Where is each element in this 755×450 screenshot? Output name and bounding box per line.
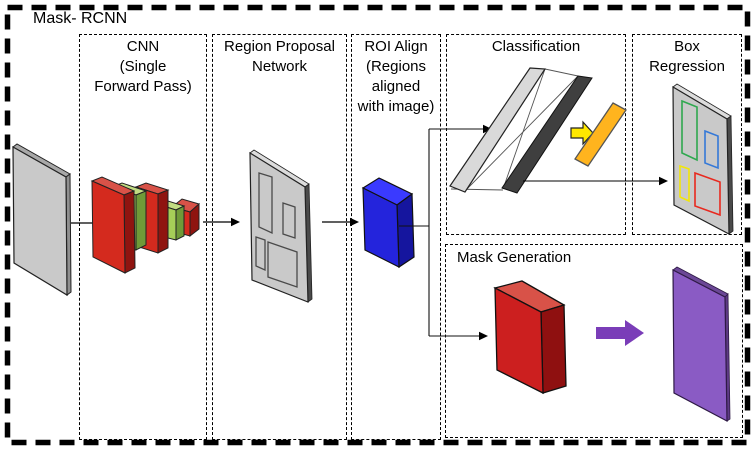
section-region-proposal-network (212, 34, 347, 440)
box-regression-title: Box Regression (649, 38, 725, 75)
mask-generation-title: Mask Generation (457, 249, 572, 266)
cnn-title: CNN (Single Forward Pass) (94, 38, 192, 95)
rpn-title: Region Proposal Network (224, 38, 335, 75)
section-classification (446, 34, 626, 235)
input-image-plate (12, 143, 72, 297)
section-mask-generation (445, 244, 743, 438)
diagram-title: Mask- RCNN (33, 10, 128, 27)
roi-align-title: ROI Align (Regions aligned with image) (357, 38, 435, 115)
classification-title: Classification (491, 38, 581, 55)
